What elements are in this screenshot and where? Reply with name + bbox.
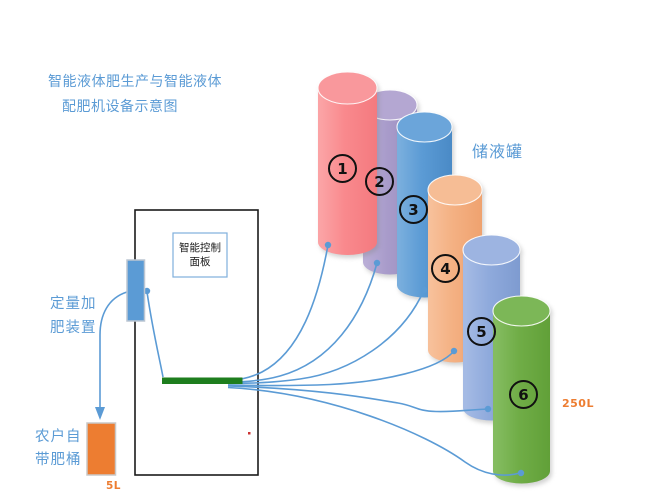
tank-6-number: 6	[518, 385, 529, 404]
page-title-line2: 配肥机设备示意图	[62, 99, 178, 115]
control-panel-label-line2: 面板	[189, 256, 211, 268]
tank-group-label: 储液罐	[472, 142, 524, 161]
connector-dot-tank2	[373, 259, 381, 267]
tank-5-number: 5	[476, 322, 487, 341]
connector-dot-tank6	[517, 469, 525, 477]
connector-dot-tank4	[450, 347, 458, 355]
bucket-capacity-label: 5L	[106, 480, 121, 492]
control-panel-label-line1: 智能控制	[179, 242, 221, 254]
connector-dot-tank5	[484, 405, 492, 413]
manifold-bar	[162, 377, 243, 384]
artifact-dot	[248, 432, 251, 435]
tank-3-number: 3	[408, 200, 419, 219]
page-title-line1: 智能液体肥生产与智能液体	[48, 74, 222, 90]
connector-dot-device	[143, 287, 151, 295]
control-panel-box	[172, 232, 228, 278]
connector-dot-tank1	[324, 241, 332, 249]
tank-6-number-badge: 6	[509, 380, 538, 409]
connector-line-tank4	[227, 350, 455, 387]
connector-line-tank2	[227, 262, 378, 383]
tank-1-number-badge: 1	[328, 154, 357, 183]
flow-arrow-icon	[95, 407, 105, 420]
connector-line-device-to-manifold	[146, 291, 164, 378]
connector-line-tank3	[227, 289, 425, 385]
connector-line-device-to-bucket	[99, 291, 128, 408]
farmer-bucket-label-line2: 带肥桶	[35, 452, 82, 468]
connector-line-tank5	[227, 385, 489, 413]
tank-1-number: 1	[337, 159, 348, 178]
tank-5-number-badge: 5	[467, 317, 496, 346]
farmer-bucket	[86, 422, 117, 476]
dosing-device-label-line2: 肥装置	[50, 320, 97, 336]
tank-2-number-badge: 2	[365, 167, 394, 196]
farmer-bucket-label-line1: 农户自	[35, 429, 82, 445]
control-panel-label: 智能控制 面板	[173, 233, 227, 277]
tank-capacity-label: 250L	[562, 397, 594, 410]
dosing-device	[126, 259, 146, 322]
tank-2-number: 2	[374, 172, 385, 191]
dosing-device-label-line1: 定量加	[50, 296, 97, 312]
tank-4-number: 4	[440, 259, 451, 278]
tank-3-number-badge: 3	[399, 195, 428, 224]
connector-line-tank6	[227, 386, 521, 476]
tank-4-number-badge: 4	[431, 254, 460, 283]
connector-dot-tank3	[420, 286, 428, 294]
